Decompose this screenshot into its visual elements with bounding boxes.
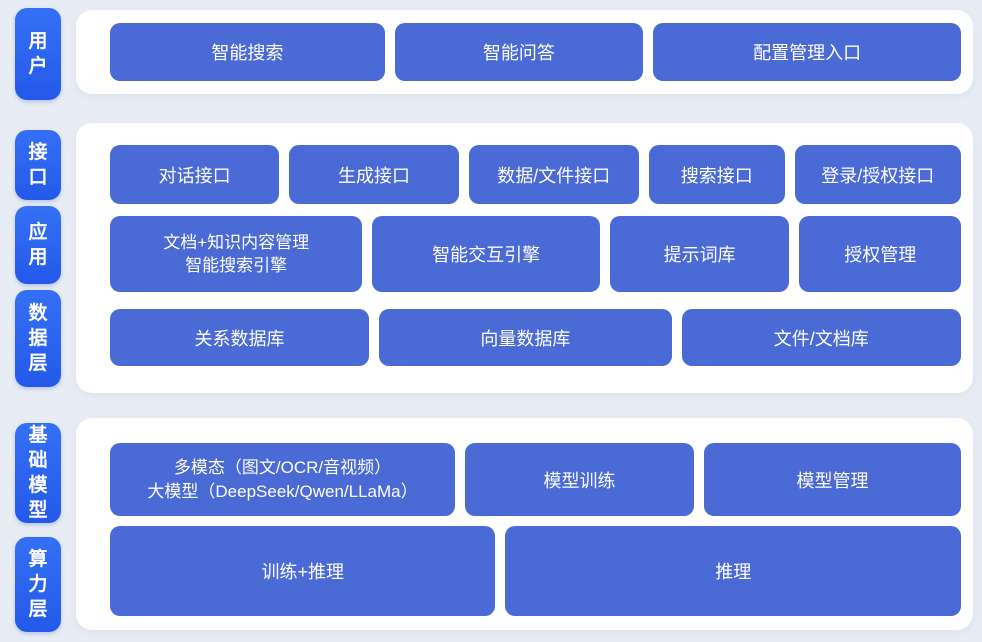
block-vector-db: 向量数据库	[379, 309, 672, 366]
block-label: 配置管理入口	[753, 43, 862, 63]
tab-application-layer-label: 应用	[28, 221, 48, 268]
block-inference: 推理	[505, 526, 961, 616]
block-training-inference: 训练+推理	[110, 526, 496, 616]
block-auth-management: 授权管理	[799, 216, 962, 292]
interface-layer-row: 对话接口 生成接口 数据/文件接口 搜索接口 登录/授权接口	[110, 145, 961, 204]
block-data-file-api: 数据/文件接口	[468, 145, 639, 204]
section-user-layer: 用户 智能搜索 智能问答 配置管理入口	[15, 8, 973, 100]
block-generation-api: 生成接口	[289, 145, 459, 204]
layer-tabs-middle: 接口 应用 数据层	[15, 123, 61, 393]
block-label: 智能搜索	[211, 43, 284, 63]
block-label: 登录/授权接口	[821, 165, 935, 186]
block-search-api: 搜索接口	[648, 145, 785, 204]
compute-layer-row: 训练+推理 推理	[110, 526, 961, 616]
block-config-management-entry: 配置管理入口	[653, 23, 962, 81]
block-label: 授权管理	[844, 245, 917, 265]
block-label: 模型训练	[543, 470, 616, 491]
tab-interface-layer-label: 接口	[28, 141, 48, 188]
block-label-line2: 大模型（DeepSeek/Qwen/LLaMa）	[147, 481, 418, 501]
block-dialog-api: 对话接口	[110, 145, 280, 204]
block-label: 智能交互引擎	[432, 245, 541, 265]
block-login-auth-api: 登录/授权接口	[794, 145, 961, 204]
tab-user-layer-label: 用户	[28, 30, 48, 77]
block-file-doc-store: 文件/文档库	[681, 309, 961, 366]
tab-foundation-model-layer-label: 基础模型	[28, 424, 48, 522]
panel-bottom-layers: 多模态（图文/OCR/音视频） 大模型（DeepSeek/Qwen/LLaMa）…	[76, 418, 973, 630]
block-label: 智能问答	[482, 43, 555, 63]
panel-user-layer: 智能搜索 智能问答 配置管理入口	[76, 10, 973, 94]
block-label-line2: 智能搜索引擎	[185, 256, 288, 275]
tab-foundation-model-layer: 基础模型	[15, 423, 61, 523]
tab-data-layer-label: 数据层	[28, 302, 48, 375]
block-label: 提示词库	[663, 245, 736, 265]
layer-tabs-bottom: 基础模型 算力层	[15, 418, 61, 632]
block-label: 推理	[715, 562, 752, 582]
block-label: 训练+推理	[261, 562, 344, 582]
block-label: 模型管理	[796, 470, 869, 491]
block-label-line1: 多模态（图文/OCR/音视频）	[173, 458, 392, 478]
block-label: 对话接口	[158, 165, 231, 186]
block-label: 生成接口	[337, 165, 410, 186]
block-intelligent-qa: 智能问答	[394, 23, 644, 81]
block-label-line1: 文档+知识内容管理	[163, 232, 310, 252]
block-prompt-library: 提示词库	[609, 216, 790, 292]
application-layer-row: 文档+知识内容管理 智能搜索引擎 智能交互引擎 提示词库 授权管理	[110, 216, 962, 292]
tab-compute-layer-label: 算力层	[28, 548, 48, 621]
tab-user-layer: 用户	[15, 8, 61, 100]
block-label: 数据/文件接口	[497, 165, 611, 186]
data-layer-row: 关系数据库 向量数据库 文件/文档库	[110, 309, 961, 366]
block-intelligent-interaction-engine: 智能交互引擎	[372, 216, 600, 292]
block-model-management: 模型管理	[704, 443, 961, 516]
block-model-training: 模型训练	[465, 443, 695, 516]
tab-application-layer: 应用	[15, 206, 61, 284]
tab-compute-layer: 算力层	[15, 537, 61, 632]
block-label: 向量数据库	[480, 328, 571, 349]
block-relational-db: 关系数据库	[110, 309, 370, 366]
block-doc-knowledge-search-engine: 文档+知识内容管理 智能搜索引擎	[110, 216, 363, 292]
tab-data-layer: 数据层	[15, 290, 61, 387]
block-label: 搜索接口	[680, 165, 753, 186]
foundation-model-row: 多模态（图文/OCR/音视频） 大模型（DeepSeek/Qwen/LLaMa）…	[110, 443, 961, 516]
section-bottom-layers: 基础模型 算力层 多模态（图文/OCR/音视频） 大模型（DeepSeek/Qw…	[15, 418, 973, 632]
block-label: 文件/文档库	[773, 328, 869, 349]
layer-tabs-user: 用户	[15, 8, 61, 100]
tab-interface-layer: 接口	[15, 130, 61, 200]
user-layer-row: 智能搜索 智能问答 配置管理入口	[110, 23, 962, 81]
panel-middle-layers: 对话接口 生成接口 数据/文件接口 搜索接口 登录/授权接口 文档+知识内容管理	[76, 123, 973, 393]
block-label: 关系数据库	[194, 328, 285, 349]
block-intelligent-search: 智能搜索	[110, 23, 385, 81]
section-middle-layers: 接口 应用 数据层 对话接口 生成接口 数据/文件接口 搜	[15, 123, 973, 393]
block-multimodal-llm: 多模态（图文/OCR/音视频） 大模型（DeepSeek/Qwen/LLaMa）	[110, 443, 456, 516]
